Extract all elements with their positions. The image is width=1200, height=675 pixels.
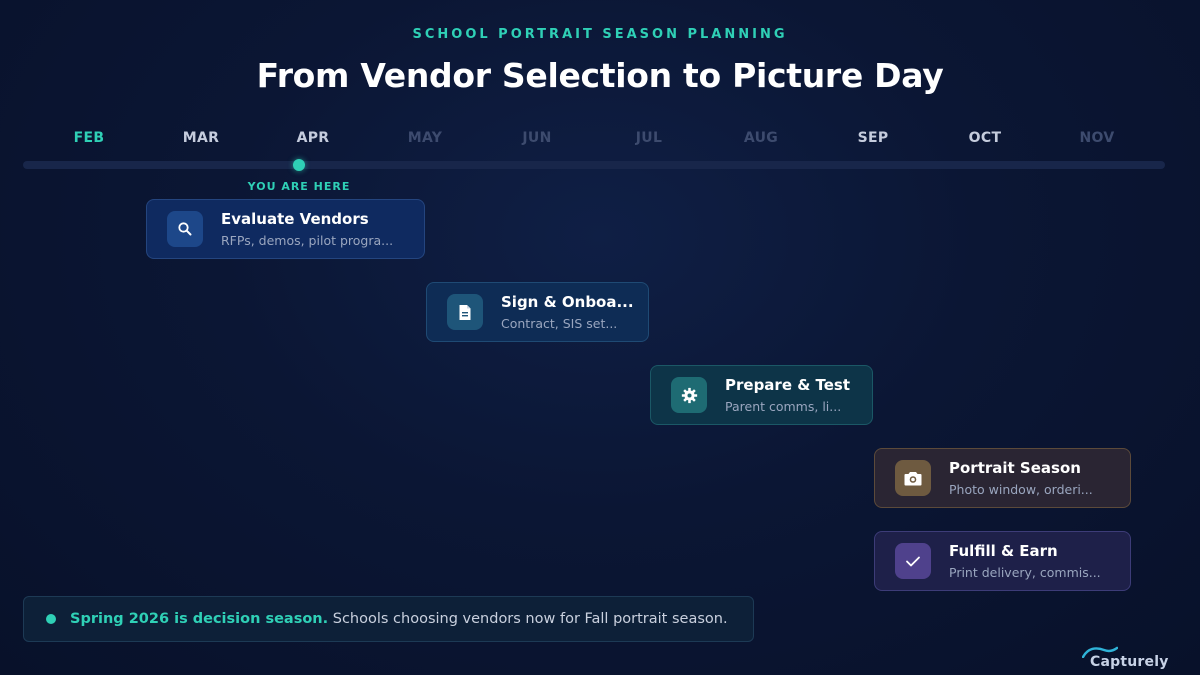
banner-message: Spring 2026 is decision season. Schools …: [70, 611, 728, 627]
phase-card-evaluate-vendors: Evaluate Vendors RFPs, demos, pilot prog…: [146, 199, 425, 259]
phase-card-fulfill-earn: Fulfill & Earn Print delivery, commis...: [874, 531, 1131, 591]
page-title: From Vendor Selection to Picture Day: [256, 56, 944, 95]
phase-description: RFPs, demos, pilot progra...: [221, 232, 394, 248]
brand-logo: Capturely: [1080, 646, 1180, 672]
phase-name: Fulfill & Earn: [949, 541, 1058, 560]
status-dot: [46, 614, 56, 624]
current-position-label: YOU ARE HERE: [247, 180, 351, 193]
phase-card-portrait-season: Portrait Season Photo window, orderi...: [874, 448, 1131, 508]
phase-name: Evaluate Vendors: [221, 209, 369, 228]
month-label: NOV: [1079, 130, 1115, 146]
info-banner: Spring 2026 is decision season. Schools …: [23, 596, 754, 642]
month-label: FEB: [73, 130, 105, 146]
phase-description: Photo window, orderi...: [949, 481, 1093, 497]
banner-highlight: Spring 2026 is decision season.: [70, 611, 329, 627]
checkmark-icon: [895, 543, 931, 579]
current-position-dot: [293, 159, 305, 171]
phase-description: Parent comms, li...: [725, 398, 842, 414]
month-label: APR: [296, 130, 330, 146]
document-icon: [447, 294, 483, 330]
banner-text: Schools choosing vendors now for Fall po…: [328, 611, 728, 627]
phase-card-prepare-test: Prepare & Test Parent comms, li...: [650, 365, 873, 425]
phase-description: Print delivery, commis...: [949, 564, 1101, 580]
eyebrow-text: SCHOOL PORTRAIT SEASON PLANNING: [412, 27, 788, 42]
month-label: OCT: [968, 130, 1002, 146]
search-icon: [167, 211, 203, 247]
month-label: JUN: [522, 130, 552, 146]
camera-icon: [895, 460, 931, 496]
phase-description: Contract, SIS set...: [501, 315, 618, 331]
logo-mark-icon: [1082, 646, 1118, 658]
month-label: JUL: [635, 130, 663, 146]
month-label: MAY: [407, 130, 443, 146]
gear-icon: [671, 377, 707, 413]
phase-name: Sign & Onboa...: [501, 292, 634, 311]
phase-name: Prepare & Test: [725, 375, 851, 394]
timeline-track: [23, 161, 1165, 169]
phase-card-sign-onboard: Sign & Onboa... Contract, SIS set...: [426, 282, 649, 342]
month-label: MAR: [182, 130, 220, 146]
month-label: AUG: [743, 130, 779, 146]
phase-name: Portrait Season: [949, 458, 1081, 477]
month-label: SEP: [857, 130, 889, 146]
brand-name: Capturely: [1090, 654, 1169, 670]
